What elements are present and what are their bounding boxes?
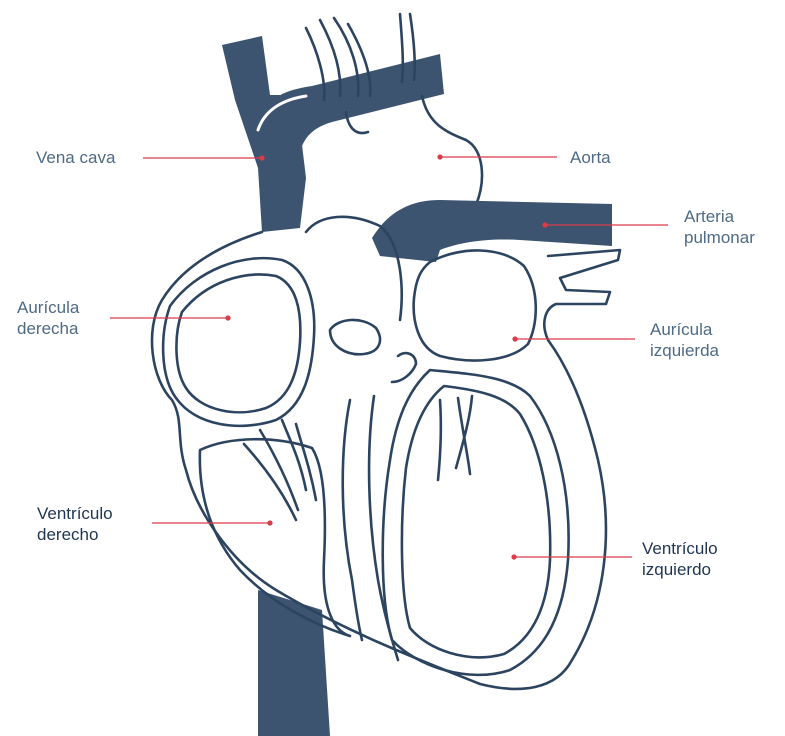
label-aorta: Aorta bbox=[570, 147, 611, 168]
right-atrium-inner bbox=[176, 275, 300, 413]
label-vena-cava: Vena cava bbox=[36, 147, 115, 168]
papillary-left-1 bbox=[438, 400, 441, 480]
ascending-aorta bbox=[422, 96, 482, 205]
leader-ventriculo-izquierdo-dot bbox=[511, 554, 516, 559]
leader-auricula-derecha-dot bbox=[225, 315, 230, 320]
left-atrium bbox=[414, 250, 536, 360]
left-ventricle-inner bbox=[402, 386, 550, 657]
leader-aorta-dot bbox=[437, 154, 442, 159]
aortic-valve bbox=[330, 320, 380, 354]
septum-left bbox=[343, 400, 362, 640]
label-arteria-pulmonar: Arteria pulmonar bbox=[684, 206, 755, 248]
leader-ventriculo-derecho-dot bbox=[267, 520, 272, 525]
aortic-root bbox=[306, 217, 402, 320]
label-ventriculo-derecho: Ventrículo derecho bbox=[37, 503, 113, 545]
aortic-arch bbox=[262, 54, 444, 160]
leader-vena-cava-dot bbox=[259, 155, 264, 160]
label-ventriculo-izquierdo: Ventrículo izquierdo bbox=[642, 538, 718, 580]
right-atrium bbox=[163, 258, 314, 426]
mitral-valve bbox=[392, 353, 416, 382]
leader-arteria-pulmonar-dot bbox=[542, 222, 547, 227]
leader-auricula-izquierda-dot bbox=[512, 336, 517, 341]
label-auricula-izquierda: Aurícula izquierda bbox=[650, 319, 719, 361]
label-auricula-derecha: Aurícula derecha bbox=[17, 297, 79, 339]
